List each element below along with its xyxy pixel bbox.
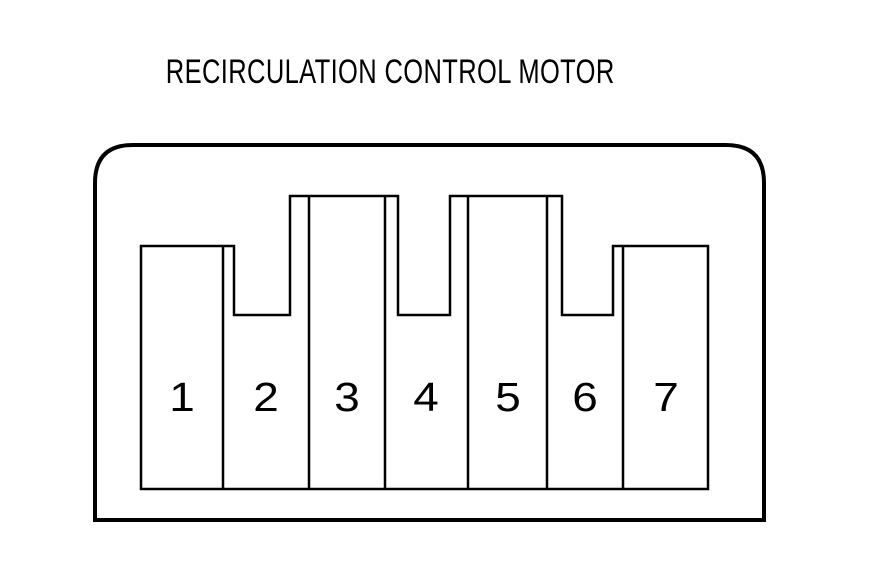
pin-label-5: 5 [495,374,521,420]
pin-label-1: 1 [169,374,195,420]
diagram-title-row: RECIRCULATION CONTROL MOTOR [0,55,780,89]
pin-label-6: 6 [572,374,598,420]
cavity-profile-outline [139,194,710,491]
pin-label-4: 4 [413,374,439,420]
housing-outline [93,143,766,522]
cavity-dividers [221,196,625,489]
diagram-title: RECIRCULATION CONTROL MOTOR [165,53,615,91]
pin-label-2: 2 [253,374,279,420]
pin-label-3: 3 [334,374,360,420]
pin-label-7: 7 [653,374,679,420]
